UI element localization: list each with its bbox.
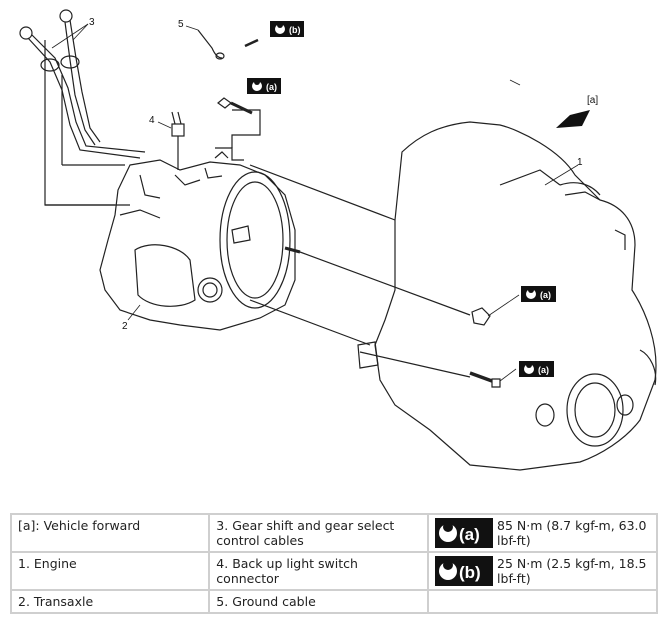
legend-table: [a]: Vehicle forward 3. Gear shift and g… — [9, 513, 658, 614]
legend-row: 2. Transaxle 5. Ground cable — [9, 589, 658, 614]
legend-empty-cell — [427, 589, 658, 614]
svg-text:(a): (a) — [266, 82, 277, 92]
callout-transaxle: 2 — [122, 321, 128, 332]
legend-transaxle: 2. Transaxle — [9, 589, 211, 614]
callout-ground-cable: 5 — [178, 19, 184, 30]
torque-badge-b-ground: (b) — [270, 21, 304, 37]
engine-outline — [374, 121, 657, 471]
svg-text:(b): (b) — [289, 25, 301, 35]
legend-engine: 1. Engine — [9, 551, 211, 591]
torque-spec-a: 85 N·m (8.7 kgf-m, 63.0 lbf-ft) — [497, 518, 647, 548]
vehicle-forward-arrow — [556, 110, 590, 128]
transaxle-installation-diagram: (b) (a) (a) (a) 1 2 3 4 5 [a] — [19, 9, 657, 471]
torque-wrench-icon: (a) — [435, 518, 494, 548]
svg-text:(b): (b) — [459, 563, 481, 582]
legend-ground-cable: 5. Ground cable — [208, 589, 430, 614]
legend-connector: 4. Back up light switch connector — [208, 551, 430, 591]
torque-wrench-icon: (b) — [435, 556, 494, 586]
legend-cables: 3. Gear shift and gear select control ca… — [208, 513, 430, 553]
callout-connector: 4 — [149, 115, 155, 126]
legend-row: 1. Engine 4. Back up light switch connec… — [9, 551, 658, 591]
direction-label: [a] — [587, 95, 598, 106]
torque-badge-a-upper-bolt: (a) — [247, 78, 281, 94]
svg-text:(a): (a) — [538, 365, 549, 375]
torque-badge-a-lower-bolt: (a) — [519, 361, 554, 377]
callout-engine: 1 — [577, 157, 583, 168]
transaxle-outline — [99, 159, 296, 331]
svg-text:(a): (a) — [540, 290, 551, 300]
callout-cables: 3 — [89, 17, 95, 28]
svg-text:(a): (a) — [459, 525, 480, 544]
torque-badge-a-nut: (a) — [521, 286, 556, 302]
torque-spec-b: 25 N·m (2.5 kgf-m, 18.5 lbf-ft) — [497, 556, 647, 586]
legend-row: [a]: Vehicle forward 3. Gear shift and g… — [9, 513, 658, 553]
legend-vehicle-forward: [a]: Vehicle forward — [9, 513, 211, 553]
